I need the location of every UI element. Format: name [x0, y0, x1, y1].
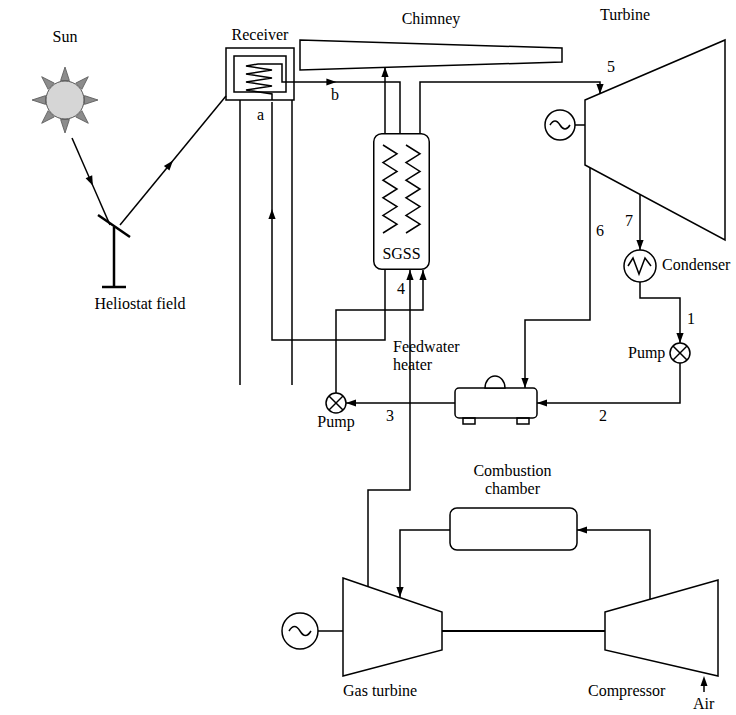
flow-line	[577, 530, 650, 599]
arrow-head	[381, 67, 388, 77]
node-label: Pump	[628, 344, 668, 362]
arrow-head	[86, 175, 93, 186]
arrow-head	[268, 209, 275, 219]
flow-line	[525, 168, 590, 388]
arrow-head	[164, 161, 173, 171]
arrow-head	[326, 78, 336, 85]
arrow-head	[537, 399, 547, 406]
flow-connector	[336, 270, 427, 393]
flow-line	[346, 402, 455, 404]
node-label: Turbine	[600, 6, 680, 24]
flow-connector	[636, 195, 643, 250]
steam-turbine: Turbine	[580, 6, 730, 242]
shaft-line	[318, 630, 343, 632]
stream-label: a	[256, 106, 265, 124]
arrow-head	[676, 333, 683, 343]
inlet-label: Air	[692, 695, 715, 713]
flow-connector	[346, 399, 455, 406]
stream-label: 4	[396, 280, 406, 298]
shaft-line	[575, 124, 585, 126]
arrow-head	[701, 676, 708, 686]
condenser-symbol: Condenser	[622, 248, 734, 284]
flow-line	[72, 138, 110, 225]
flow-line	[120, 96, 226, 225]
flow-line	[272, 102, 385, 340]
arrow-head	[396, 587, 403, 597]
tower-line	[239, 100, 241, 385]
flow-connector	[640, 282, 684, 343]
flow-connector	[120, 96, 226, 225]
node-label: Sun	[20, 28, 110, 46]
steam-turbine-outline	[580, 6, 730, 242]
flow-connector	[537, 363, 680, 407]
flow-connector	[368, 270, 414, 587]
generator-wave	[289, 627, 311, 636]
flow-connector	[420, 82, 604, 133]
flow-connector	[294, 78, 400, 133]
node-label: Pump	[310, 413, 362, 431]
flow-line	[640, 282, 680, 343]
shaft-line	[442, 630, 605, 632]
flow-line	[420, 82, 600, 133]
node-label: Receiver	[222, 26, 298, 44]
node-label: Combustion chamber	[460, 462, 565, 498]
node-label: Feedwater heater	[393, 338, 473, 374]
flow-connector	[396, 530, 450, 597]
arrow-head	[521, 378, 528, 388]
stream-label: 1	[686, 310, 696, 328]
chimney-shape: Chimney	[300, 10, 562, 70]
node-label: Compressor	[588, 682, 688, 700]
node-label: Heliostat field	[70, 295, 210, 313]
arrow-head	[419, 270, 426, 280]
feedwater-heater: Feedwater heater	[393, 338, 545, 428]
pump-symbol: Pump	[628, 340, 692, 366]
flow-line	[400, 530, 450, 597]
flow-connector	[268, 102, 385, 340]
arrow-head	[406, 270, 413, 280]
stream-label: 5	[606, 58, 616, 76]
tower-line	[291, 100, 293, 385]
flow-connector	[381, 67, 388, 133]
flow-connector	[521, 168, 590, 388]
stream-label: 3	[385, 407, 395, 425]
stream-label: 7	[624, 212, 634, 230]
node-label: Chimney	[300, 10, 562, 28]
generator-symbol	[545, 110, 575, 140]
stream-label: b	[330, 86, 340, 104]
gas-turbine: Gas turbine	[338, 575, 448, 703]
flow-line	[294, 82, 400, 133]
node-label: Gas turbine	[343, 682, 443, 700]
flow-connector	[72, 138, 110, 225]
pump-symbol: Pump	[310, 393, 362, 435]
node-label: SGSS	[373, 245, 430, 263]
flow-line	[368, 270, 410, 587]
arrow-head	[577, 526, 587, 533]
combustion-chamber: Combustion chamber	[440, 462, 585, 552]
generator-wave	[550, 121, 570, 129]
steam-generator: SGSS	[373, 133, 430, 270]
arrow-head	[636, 240, 643, 250]
solar-receiver: Receiver	[222, 26, 298, 102]
generator-symbol	[282, 613, 318, 649]
sun-symbol: Sun	[20, 28, 110, 138]
heliostat-mirror: Heliostat field	[70, 225, 210, 317]
flow-line	[537, 363, 680, 403]
arrow-head	[346, 399, 356, 406]
stream-label: 6	[595, 222, 605, 240]
stream-label: 2	[598, 407, 608, 425]
compressor-shape: Compressor	[585, 578, 722, 702]
flow-connector	[577, 526, 650, 599]
node-label: Condenser	[662, 256, 734, 274]
